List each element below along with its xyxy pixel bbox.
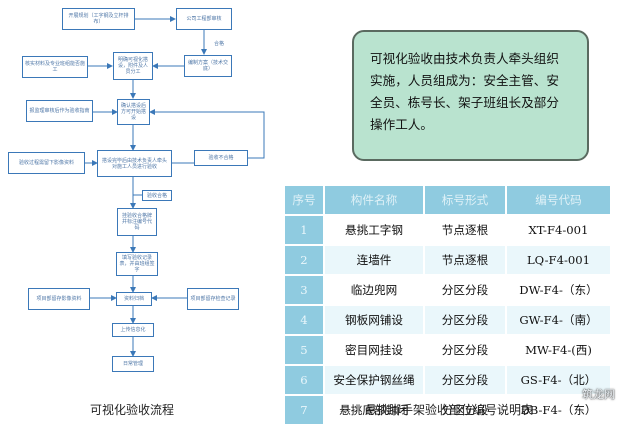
note-box: 可视化验收由技术负责人牵头组织 实施，人员组成为：安全主管、安 全员、栋号长、架… [352,30,589,161]
table-row: 2 连墙件 节点逐根 LQ-F4-001 [283,244,612,276]
flow-node-assign: 明确可视化搭设，附件及人员分工 [113,52,153,80]
cell-form: 分区分段 [423,334,507,366]
flow-node-check-materials: 核实材料及专业班组能否施工 [22,56,88,78]
numbering-table: 序号 构件名称 标号形式 编号代码 1 悬挑工字钢 节点逐根 XT-F4-001… [283,184,612,426]
flow-node-fail: 验收不合格 [194,150,248,166]
flow-node-record-images: 验收过程需留下影像资料 [8,152,85,174]
cell-code: GW-F4-（南） [505,304,612,336]
cell-no: 1 [283,214,325,246]
cell-no: 2 [283,244,325,276]
table-row: 1 悬挑工字钢 节点逐根 XT-F4-001 [283,214,612,246]
note-line: 全员、栋号长、架子班组长及部分 [370,95,559,110]
flow-node-scheme: 编制方案（技术交底） [184,55,232,77]
cell-code: DB-F4-（东） [505,394,612,426]
flow-node-keep-records: 项目部留存检查记录 [187,288,239,310]
flowchart-caption: 可视化验收流程 [90,403,175,417]
table-row: 5 密目网挂设 分区分段 MW-F4-(西) [283,334,612,366]
cell-no: 5 [283,334,325,366]
cell-name: 密目网挂设 [323,334,425,366]
header-code: 编号代码 [505,184,612,216]
cell-code: XT-F4-001 [505,214,612,246]
flow-node-pass: 验收合格 [142,190,172,201]
flow-label-pass: 合格 [214,41,225,47]
header-name: 构件名称 [323,184,425,216]
cell-form: 节点逐根 [423,244,507,276]
cell-name: 悬挑工字钢 [323,214,425,246]
cell-code: GS-F4-（北） [505,364,612,396]
table-row: 3 临边兜网 分区分段 DW-F4-（东） [283,274,612,306]
cell-no: 7 [283,394,325,426]
table-row: 7 悬挑底部封闭 分区分段 DB-F4-（东） [283,394,612,426]
flow-node-daily: 日常管理 [112,356,154,372]
cell-name: 连墙件 [323,244,425,276]
cell-form: 分区分段 [423,364,507,396]
flow-node-inspect: 搭设完毕后由技术负责人牵头对施工人员进行验收 [97,150,172,177]
cell-code: MW-F4-(西) [505,334,612,366]
table-caption: 悬挑脚手架验收部位编号说明表 [365,403,534,417]
note-line: 操作工人。 [370,117,433,132]
flow-node-start: 确认搭设后方可开始搭设 [117,99,150,125]
cell-name: 临边兜网 [323,274,425,306]
flow-node-keep-images: 项目部留存影像资料 [28,288,90,310]
flow-node-review: 公司工程部审核 [176,8,232,30]
cell-code: LQ-F4-001 [505,244,612,276]
cell-form: 分区分段 [423,274,507,306]
flow-node-record-form: 填写验收记录表，并由班组签字 [116,252,158,276]
flow-connectors [85,16,265,357]
note-line: 实施，人员组成为：安全主管、安 [370,73,559,88]
watermark: 筑龙网 [582,388,615,401]
flow-node-plan: 开展规划（工字钢及立杆排布） [62,8,135,30]
cell-name: 安全保护钢丝绳 [323,364,425,396]
flow-node-tag: 挂验收合格牌并标注编号代码 [117,208,157,236]
flowchart: 开展规划（工字钢及立杆排布） 公司工程部审核 合格 核实材料及专业班组能否施工 … [0,0,280,422]
cell-no: 4 [283,304,325,336]
header-form: 标号形式 [423,184,507,216]
note-line: 可视化验收由技术负责人牵头组织 [370,51,559,66]
cell-form: 分区分段 [423,304,507,336]
cell-no: 6 [283,364,325,396]
table-row: 6 安全保护钢丝绳 分区分段 GS-F4-（北） [283,364,612,396]
table-row: 4 钢板网铺设 分区分段 GW-F4-（南） [283,304,612,336]
flow-node-upload: 上传信息化 [112,323,154,337]
cell-name: 悬挑底部封闭 [323,394,425,426]
cell-name: 钢板网铺设 [323,304,425,336]
header-no: 序号 [283,184,325,216]
flow-node-archive: 资料归档 [116,292,152,306]
cell-form: 节点逐根 [423,214,507,246]
cell-no: 3 [283,274,325,306]
flow-node-supervisor: 报监理审核后作为验收指南 [26,100,93,122]
cell-code: DW-F4-（东） [505,274,612,306]
table-header-row: 序号 构件名称 标号形式 编号代码 [283,184,612,216]
